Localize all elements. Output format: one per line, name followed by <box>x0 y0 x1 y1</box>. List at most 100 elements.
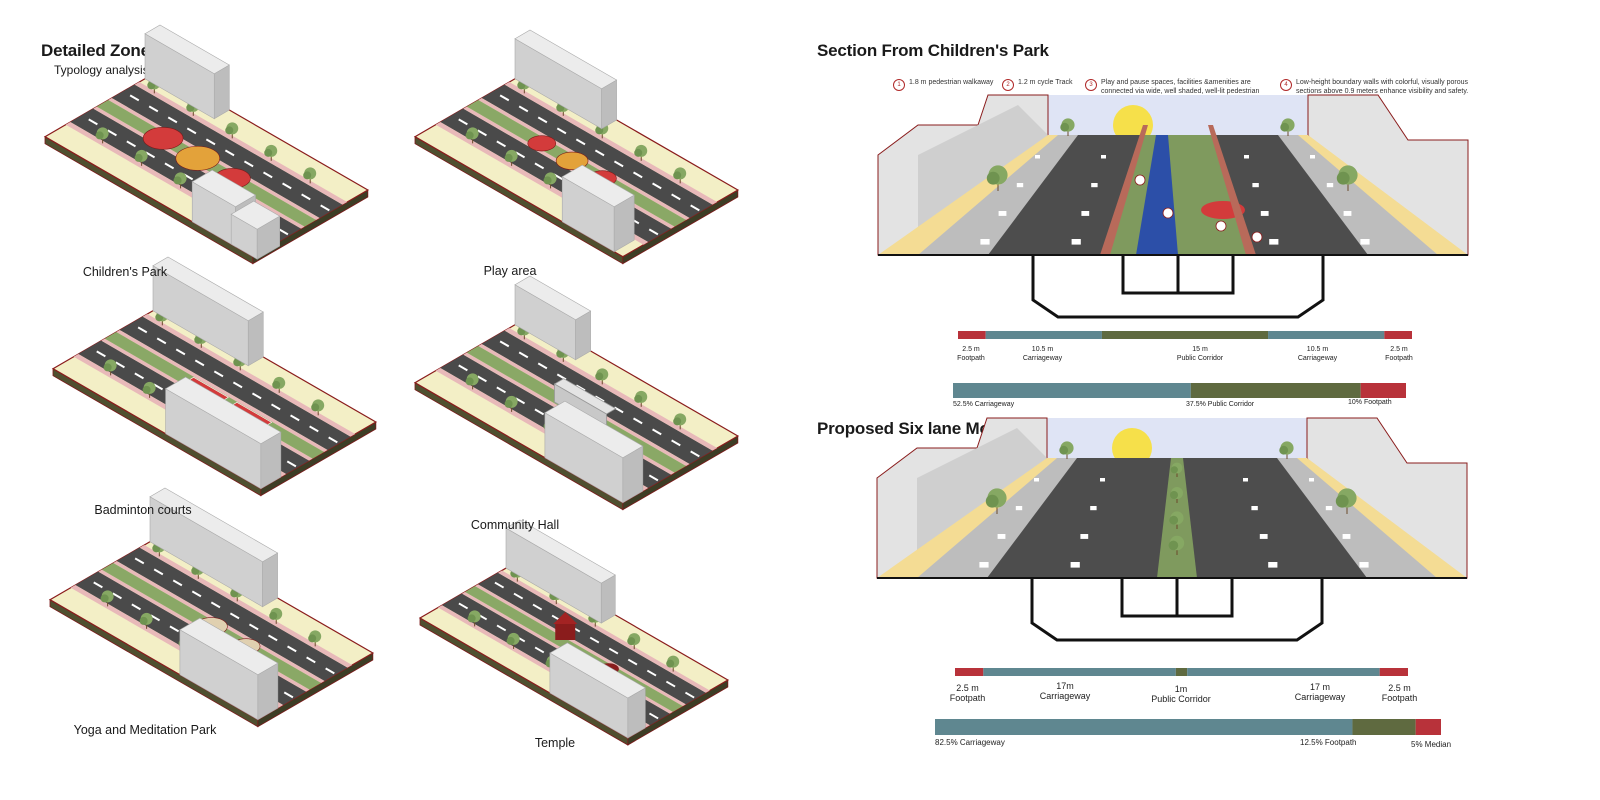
lane-dash <box>980 239 990 245</box>
caption-play-area: Play area <box>483 264 537 278</box>
lane-marking <box>129 94 140 102</box>
lane-marking <box>278 228 289 236</box>
feature-1 <box>555 151 589 170</box>
building-roof-0 <box>514 29 618 90</box>
lane-marking <box>248 623 259 631</box>
section2-share-carriageway: 82.5% Carriageway <box>935 738 1005 747</box>
bridge-outline <box>1031 255 1325 319</box>
lane-marking <box>537 116 548 124</box>
lane-marking <box>194 359 205 367</box>
section2-title: Proposed Six lane Mobility <box>817 419 1029 438</box>
building-roof-1 <box>561 164 635 208</box>
tree <box>103 359 117 376</box>
lane-marking <box>112 592 122 600</box>
lane-marking <box>575 384 586 392</box>
lane-marking <box>690 204 700 212</box>
dimension-segment-0 <box>955 668 984 676</box>
building-roof-1 <box>544 400 644 459</box>
tree <box>308 630 322 647</box>
lane-marking <box>213 370 224 378</box>
footpath-strip-1 <box>475 584 686 707</box>
lane-marking <box>532 603 543 611</box>
lane-marking <box>126 140 136 148</box>
lane-marking <box>515 397 526 405</box>
footpath-strip-0 <box>142 314 356 437</box>
lane-dash <box>1251 506 1258 511</box>
lane-marking <box>286 460 297 468</box>
dimension-segment-4 <box>1384 331 1412 339</box>
lane-marking <box>309 425 319 433</box>
lane-marking <box>210 601 221 609</box>
cycle-track <box>1136 135 1178 255</box>
tree <box>1168 535 1185 555</box>
lane-marking <box>96 350 106 358</box>
lane-marking <box>137 326 148 334</box>
footpath-strip-0 <box>134 82 348 205</box>
lane-marking <box>134 372 144 380</box>
lane-marking <box>499 94 510 102</box>
section2-share-bar <box>935 719 1441 735</box>
lane-marking <box>172 579 183 587</box>
tree <box>139 612 153 629</box>
lane-marking <box>169 625 180 633</box>
lane-marking <box>632 171 643 179</box>
lane-marking <box>131 603 141 611</box>
lane-dash <box>1071 239 1081 245</box>
lane-marking <box>458 364 468 372</box>
sky <box>1048 95 1308 135</box>
footpath-strip-1 <box>116 330 328 453</box>
building-side-0 <box>262 552 278 608</box>
lane-marking <box>93 581 103 589</box>
lane-marking <box>589 636 600 644</box>
building-roof-0 <box>149 487 279 563</box>
share-segment-2 <box>1415 719 1441 735</box>
lane-dash <box>1260 211 1269 216</box>
lane-dash <box>1342 534 1351 539</box>
lane-marking <box>537 362 548 370</box>
footpath-strip-0 <box>504 82 718 205</box>
lane-dash <box>1259 534 1268 539</box>
tree <box>311 399 325 416</box>
building-roof-0 <box>514 275 592 321</box>
building-roof-1 <box>164 376 282 445</box>
lane-marking <box>205 138 216 146</box>
lane-marking <box>646 669 657 677</box>
tree <box>1280 118 1295 136</box>
lane-marking <box>229 612 240 620</box>
tree <box>634 390 648 407</box>
lane-marking <box>648 712 659 720</box>
lane-marking <box>267 634 278 642</box>
lane-marking <box>613 160 624 168</box>
lane-marking <box>262 171 273 179</box>
boundary-wall-right <box>1208 125 1256 255</box>
lane-marking <box>186 127 197 135</box>
lane-marking <box>513 592 524 600</box>
dimension-segment-2 <box>1101 331 1269 339</box>
lane-marking <box>665 680 676 688</box>
lane-marking <box>477 129 487 137</box>
lane-dash <box>1252 183 1259 188</box>
callout-marker-2 <box>1162 207 1174 219</box>
tree <box>673 413 687 430</box>
badminton-courts-isometric <box>51 256 378 497</box>
zone-subtitle: Typology analysis <box>54 63 149 77</box>
lane-marking <box>613 406 624 414</box>
footpath-strip-0 <box>139 545 353 668</box>
lane-dash <box>1015 506 1023 511</box>
callout-marker-3 <box>1215 220 1227 232</box>
lane-marking <box>232 381 243 389</box>
building-roof-2 <box>230 200 281 230</box>
tree <box>1335 488 1357 514</box>
sky <box>1047 418 1307 458</box>
tree <box>134 149 148 166</box>
section1-share-public-corridor: 37.5% Public Corridor <box>1186 401 1255 408</box>
dimension-segment-2 <box>1175 668 1188 676</box>
children-park-isometric <box>43 24 370 265</box>
section1-share-footpath: 10% Footpath <box>1348 399 1392 406</box>
section1-title: Section From Children's Park <box>817 41 1049 60</box>
caption-community-hall: Community Hall <box>470 518 560 532</box>
yoga-park-isometric <box>48 487 375 728</box>
tree <box>465 373 479 390</box>
lane-dash <box>1090 506 1097 511</box>
